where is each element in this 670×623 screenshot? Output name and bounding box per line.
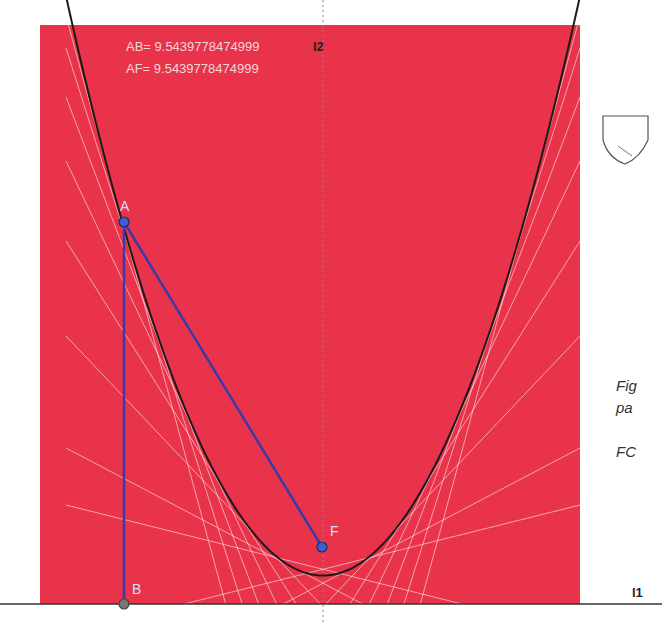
parabola-curve	[60, 0, 590, 575]
segment-ab	[123, 222, 126, 604]
line-label: l2	[313, 40, 324, 53]
point-label: B	[132, 582, 141, 596]
point-a	[119, 217, 129, 227]
line-label: l1	[632, 586, 643, 599]
measure-text: AB= 9.5439778474999	[126, 40, 259, 53]
point-label: A	[120, 199, 129, 213]
point-f	[317, 542, 327, 552]
axis-line	[323, 0, 324, 623]
icon-mark	[618, 146, 632, 156]
segment-af	[124, 222, 322, 547]
point-b	[119, 599, 129, 609]
measure-text: AF= 9.5439778474999	[126, 62, 259, 75]
fold-lines	[40, 25, 580, 604]
directrix-line	[0, 603, 662, 605]
point-label: F	[330, 524, 339, 538]
caption-fragment: Fig	[616, 378, 637, 393]
icon-shape	[603, 116, 648, 164]
caption-fragment: pa	[616, 400, 633, 415]
caption-fragment: FC	[616, 444, 636, 459]
